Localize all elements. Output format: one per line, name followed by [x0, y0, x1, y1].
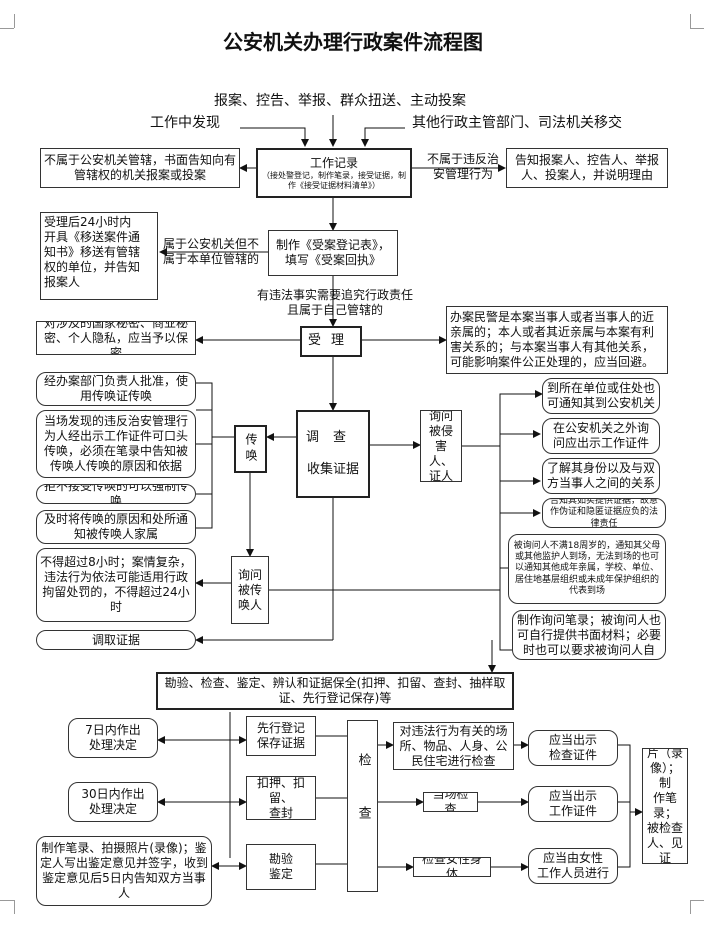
source-report: 报案、控告、举报、群众扭送、主动投案	[214, 93, 466, 109]
summon-box: 传唤	[234, 425, 267, 473]
inspection-banner-box: 勘验、检查、鉴定、辨认和证据保全(扣押、扣留、查封、抽样取证、先行登记保存)等	[156, 672, 514, 710]
on-site-box: 当场检查	[423, 792, 478, 812]
label-legal-duty: 有违法事实需要追究行政责任 且属于自己管辖的	[256, 288, 413, 317]
false-evidence-box: 告知其如实提供证据，故意作伪证和隐匿证据应负的法律责任	[542, 498, 666, 528]
make-transcript-box: 制作询问笔录；被询问人也可自行提供书面材料；必要时也可以要求被询问人自	[512, 610, 666, 660]
label-not-unit: 属于公安机关但不 属于本单位管辖的	[163, 237, 260, 266]
register-preserve-box: 先行登记 保存证据	[246, 716, 316, 756]
notify-family-box: 及时将传唤的原因和处所通知被传唤人家属	[36, 510, 196, 544]
work-record-title: 工作记录	[309, 155, 358, 170]
work-record-box: 工作记录 （接处警登记，制作笔录，接受证据，制作《接受证据材料清单》）	[256, 148, 412, 198]
photo-sign-box: 拍摄照 片（录 像）；制 作笔录； 被检查 人、见证 人签字	[642, 748, 688, 864]
time-limit-box: 不得超过8小时；案情复杂，违法行为依法可能适用行政拘留处罚的，不得超过24小时	[36, 548, 196, 622]
recusal-box: 办案民警是本案当事人或者当事人的近亲属的；本人或者其近亲属与本案有利害关系的；与…	[446, 306, 668, 374]
show-work-cert-box: 应当出示 工作证件	[528, 786, 618, 822]
label-not-violation: 不属于违反治 安管理行为	[426, 152, 499, 181]
inspect-premises-box: 对违法行为有关的场所、物品、人身、公民住宅进行检查	[393, 722, 514, 770]
compel-box: 拒不接受传唤的可以强制传唤	[36, 484, 196, 504]
female-body-box: 检查女性身体	[413, 857, 491, 877]
notify-workplace-box: 到所在单位或住处也 可通知其到公安机关	[542, 378, 660, 414]
decide-7days-box: 7日内作出 处理决定	[68, 718, 158, 758]
show-inspect-cert-box: 应当出示 检查证件	[528, 730, 618, 766]
investigation-title: 调查	[305, 429, 360, 445]
make-register-box: 制作《受案登记表》， 填写《受案回执》	[268, 230, 398, 276]
show-credential-box: 在公安机关之外询 问应出示工作证件	[542, 418, 660, 454]
decide-30days-box: 30日内作出 处理决定	[68, 782, 158, 822]
confidentiality-box: 对涉及的国家秘密、商业秘密、个人隐私，应当予以保密	[36, 321, 196, 355]
transfer-24h-box: 受理后24小时内 开具《移送案件通 知书》移送有管辖 权的单位，并告知 报案人	[40, 212, 158, 300]
female-staff-box: 应当由女性 工作人员进行	[528, 848, 618, 884]
question-victim-box: 询问 被侵 害人、 证人	[420, 410, 462, 482]
oral-summon-box: 当场发现的违反治安管理行为人经出示工作证件可口头传唤，必须在笔录中告知被传唤人传…	[36, 410, 196, 478]
page-title: 公安机关办理行政案件流程图	[223, 30, 483, 54]
minor-guardian-box: 被询问人不满18周岁的，通知其父母或其他监护人到场，无法到场的也可以通知其他成年…	[508, 534, 666, 604]
notify-reporter-box: 告知报案人、控告人、举报人、投案人，并说明理由	[506, 148, 668, 188]
obtain-evidence-box: 调取证据	[36, 630, 196, 650]
not-jurisdiction-box: 不属于公安机关管辖，书面告知向有管辖权的机关报案或投案	[40, 148, 240, 188]
summon-approval-box: 经办案部门负责人批准，使用传唤证传唤	[36, 372, 196, 406]
investigation-sub: 收集证据	[306, 462, 359, 477]
seize-box: 扣押、扣留、 查封	[246, 776, 316, 820]
appraisal-box: 勘验 鉴定	[246, 844, 316, 890]
source-discovery: 工作中发现	[150, 115, 220, 131]
question-witness-box: 询问 被传 唤人	[231, 556, 269, 624]
work-record-note: （接处警登记，制作笔录，接受证据，制作《接受证据材料清单》）	[262, 170, 406, 190]
investigation-box: 调查 收集证据	[296, 410, 370, 498]
appraisal-record-box: 制作笔录、拍摄照片(录像)；鉴定人写出鉴定意见并签字，收到鉴定意见后5日内告知双…	[36, 836, 212, 906]
source-transfer: 其他行政主管部门、司法机关移交	[412, 115, 622, 131]
accept-box: 受理	[300, 326, 362, 357]
inspect-box: 检查	[347, 720, 378, 892]
know-identity-box: 了解其身份以及与双 方当事人之间的关系	[542, 458, 660, 494]
